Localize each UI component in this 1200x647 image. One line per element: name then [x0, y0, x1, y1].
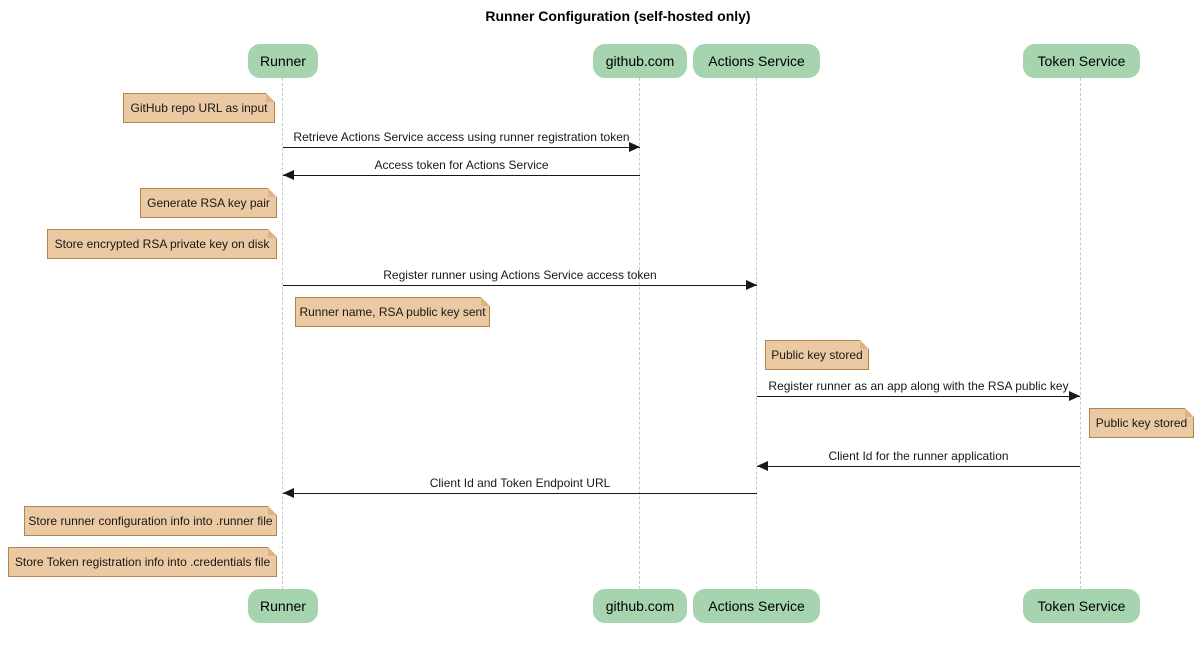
message-label-register-app: Register runner as an app along with the… [768, 379, 1069, 393]
note-generate-rsa-key-pair: Generate RSA key pair [140, 188, 277, 218]
message-label-client-id-runner-app: Client Id for the runner application [828, 449, 1009, 463]
participant-token-service-top: Token Service [1023, 44, 1140, 78]
participant-actions-service-top: Actions Service [693, 44, 820, 78]
note-public-key-stored-token: Public key stored [1089, 408, 1194, 438]
message-label-access-token: Access token for Actions Service [374, 158, 549, 172]
diagram-title: Runner Configuration (self-hosted only) [485, 8, 751, 24]
note-github-repo-url-input: GitHub repo URL as input [123, 93, 275, 123]
message-line-register-app [757, 396, 1080, 397]
arrowhead-right-icon [629, 142, 640, 152]
message-line-client-id-endpoint [283, 493, 757, 494]
note-store-runner-config: Store runner configuration info into .ru… [24, 506, 277, 536]
lifeline-token-service [1080, 78, 1081, 589]
participant-github-bottom: github.com [593, 589, 687, 623]
lifeline-runner [282, 78, 283, 589]
arrowhead-left-icon [757, 461, 768, 471]
arrowhead-right-icon [1069, 391, 1080, 401]
arrowhead-right-icon [746, 280, 757, 290]
participant-token-service-bottom: Token Service [1023, 589, 1140, 623]
message-label-retrieve-access: Retrieve Actions Service access using ru… [293, 130, 630, 144]
note-store-token-registration: Store Token registration info into .cred… [8, 547, 277, 577]
participant-runner-bottom: Runner [248, 589, 318, 623]
message-line-client-id-runner-app [757, 466, 1080, 467]
note-store-encrypted-private-key: Store encrypted RSA private key on disk [47, 229, 277, 259]
lifeline-github [639, 78, 640, 589]
message-line-access-token [283, 175, 640, 176]
message-line-register-runner [283, 285, 757, 286]
message-label-client-id-endpoint: Client Id and Token Endpoint URL [429, 476, 611, 490]
message-line-retrieve-access [283, 147, 640, 148]
participant-runner-top: Runner [248, 44, 318, 78]
message-label-register-runner: Register runner using Actions Service ac… [383, 268, 657, 282]
note-public-key-stored-actions: Public key stored [765, 340, 869, 370]
arrowhead-left-icon [283, 488, 294, 498]
lifeline-actions-service [756, 78, 757, 589]
participant-github-top: github.com [593, 44, 687, 78]
arrowhead-left-icon [283, 170, 294, 180]
participant-actions-service-bottom: Actions Service [693, 589, 820, 623]
note-runner-name-public-key-sent: Runner name, RSA public key sent [295, 297, 490, 327]
